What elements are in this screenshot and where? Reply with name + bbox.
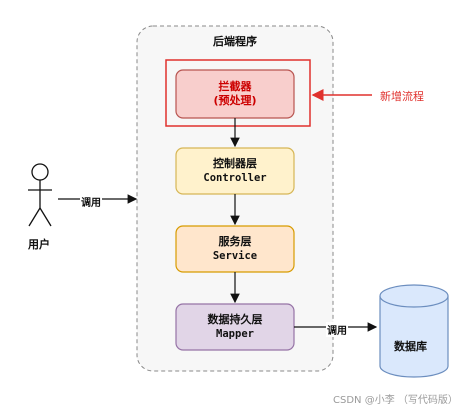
user-call-label: 调用 [80,194,102,209]
controller-title: 控制器层 [213,157,257,170]
mapper-title: 数据持久层 [207,313,263,326]
mapper-call-label: 调用 [326,322,348,337]
mapper-node: 数据持久层 Mapper [176,304,294,350]
annotation-text: 新增流程 [380,90,424,103]
database-label: 数据库 [394,340,427,353]
controller-subtitle: Controller [203,172,267,184]
user-label: 用户 [28,238,50,251]
service-title: 服务层 [218,235,252,248]
mapper-subtitle: Mapper [216,328,254,340]
controller-node: 控制器层 Controller [176,148,294,194]
interceptor-node: 拦截器 (预处理) [176,70,294,118]
interceptor-highlight-frame [165,59,311,127]
database-cylinder [379,284,449,378]
user-stick-figure [28,163,52,227]
service-subtitle: Service [212,250,258,262]
watermark: CSDN @小李 （写代码版） [333,395,458,406]
service-node: 服务层 Service [176,226,294,272]
interceptor-subtitle: (预处理) [213,94,257,107]
container-title: 后端程序 [213,35,257,48]
interceptor-title: 拦截器 [218,80,252,93]
